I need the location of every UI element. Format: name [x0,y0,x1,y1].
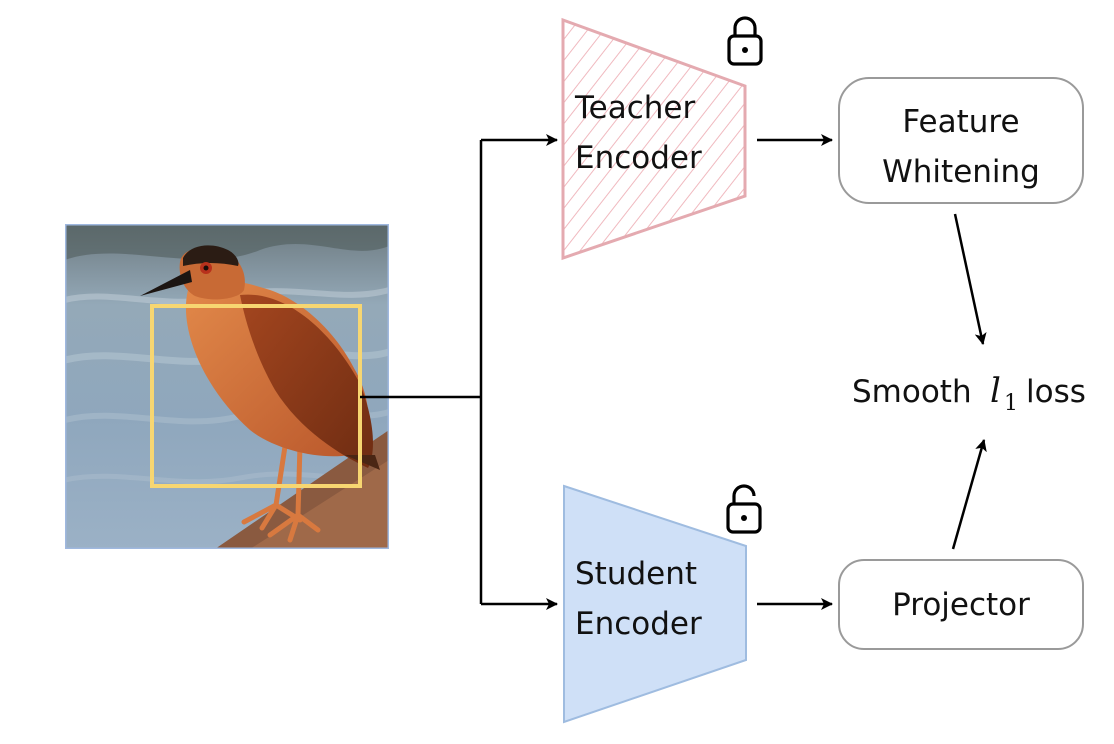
feature-whitening-line2: Whitening [882,154,1040,190]
whitening-to-loss-arrow [953,213,987,345]
loss-prefix: Smooth [852,374,972,410]
teacher-encoder-line1: Teacher [574,90,696,126]
teacher-encoder: Teacher Encoder [561,17,747,261]
teacher-encoder-line2: Encoder [575,140,702,176]
feature-whitening-line1: Feature [902,104,1019,140]
projector-label: Projector [892,587,1030,623]
loss-suffix: loss [1026,374,1086,410]
projector-to-loss-arrow [951,439,987,550]
student-encoder-line2: Encoder [575,606,702,642]
student-encoder: Student Encoder [563,484,747,724]
input-image [65,224,389,549]
loss-subscript: 1 [1004,391,1018,416]
branch-connector [360,134,558,610]
lock-closed-icon [727,16,763,66]
feature-whitening-box: Feature Whitening [838,77,1084,204]
loss-symbol: l [990,371,1001,411]
projector-box: Projector [838,559,1084,650]
student-encoder-line1: Student [575,556,697,592]
lock-open-icon [726,484,762,534]
smooth-l1-loss-label: Smooth l 1 loss [852,371,1086,416]
